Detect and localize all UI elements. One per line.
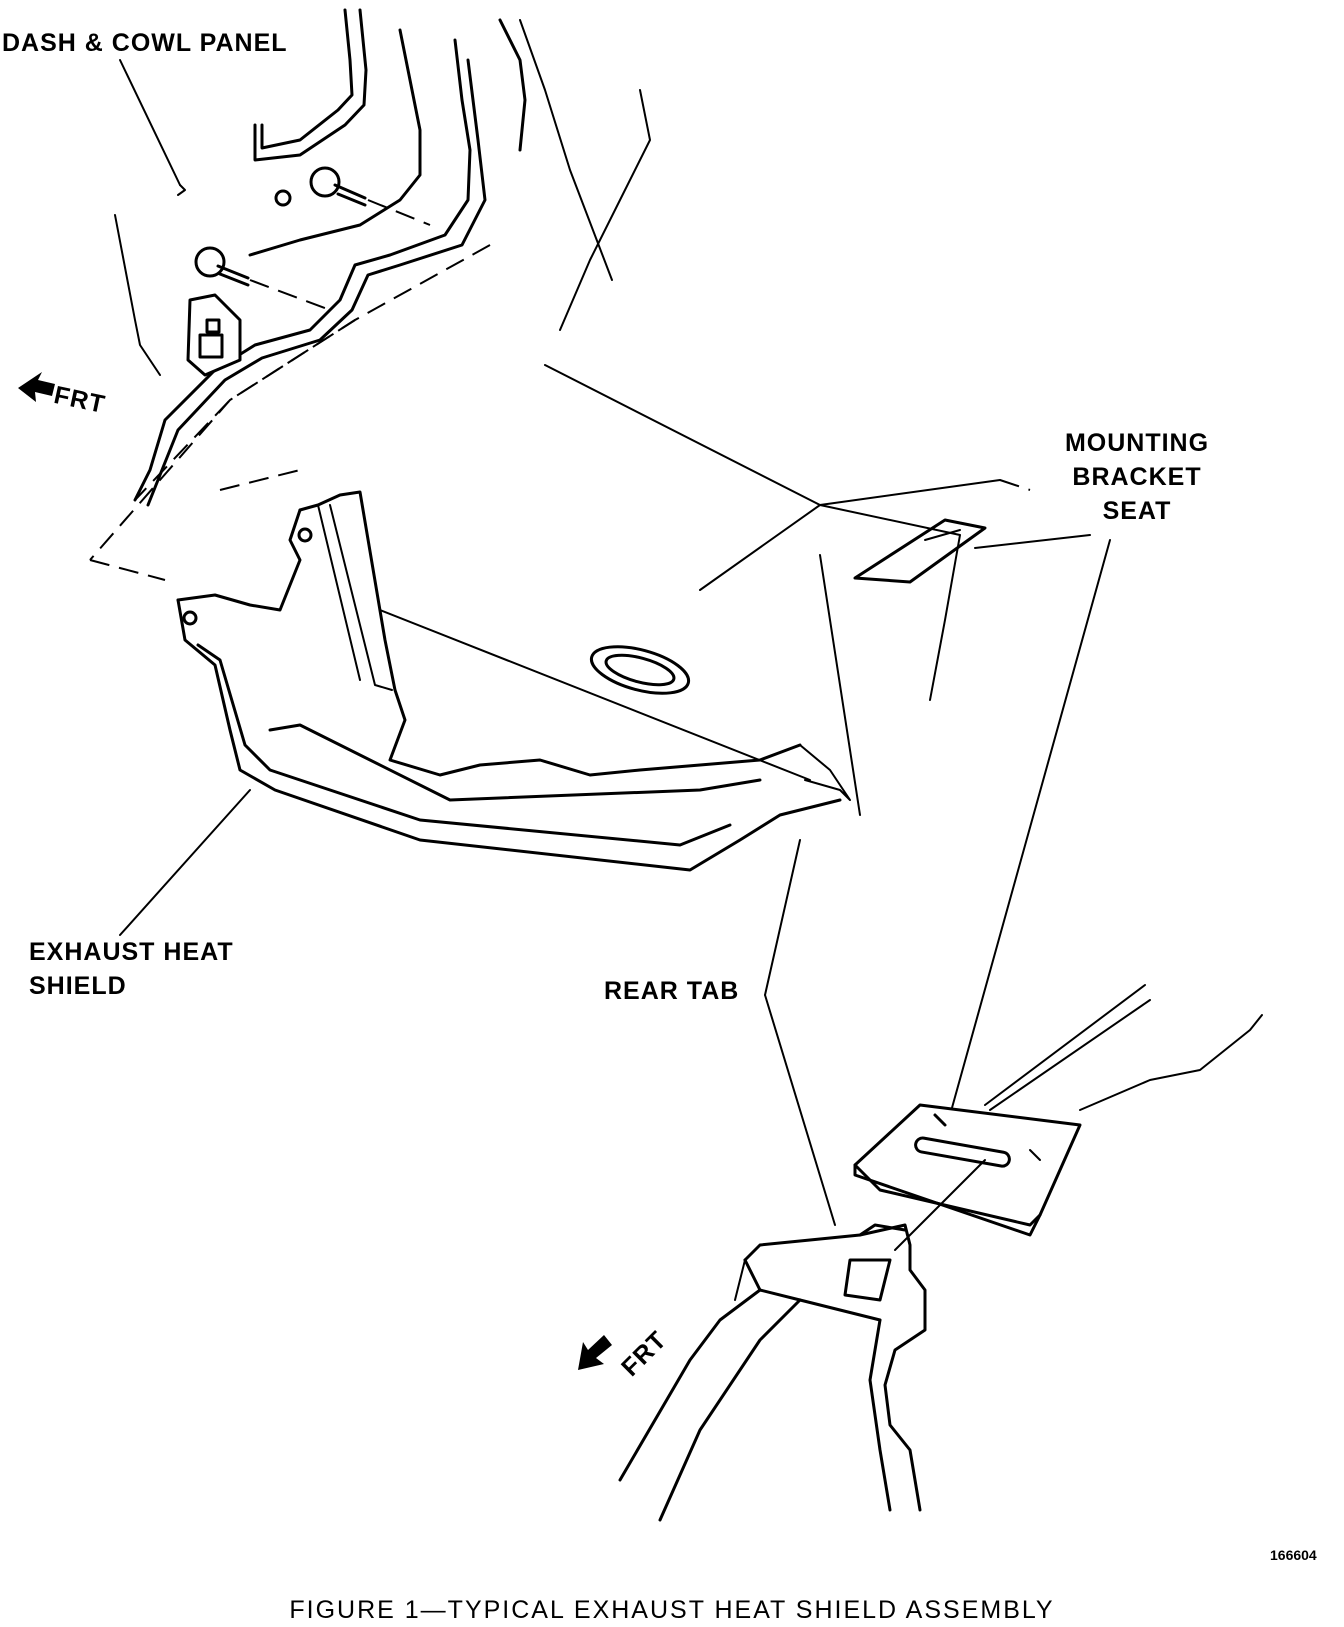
front-arrow-icon xyxy=(578,1335,612,1370)
dash-cowl-panel-label: DASH & COWL PANEL xyxy=(2,29,288,57)
mounting-label-line3: SEAT xyxy=(1102,497,1172,525)
exhaust-heat-shield-label: EXHAUST HEAT SHIELD xyxy=(29,935,234,1003)
exhaust-heat-shield-drawing xyxy=(89,18,1031,872)
mounting-bracket-seat-label: MOUNTING BRACKET SEAT xyxy=(1062,426,1212,528)
bolt-icon xyxy=(309,166,367,207)
figure-caption: FIGURE 1—TYPICAL EXHAUST HEAT SHIELD ASS… xyxy=(289,1596,1055,1624)
rear-tab-label: REAR TAB xyxy=(604,977,740,1005)
tail-shield-drawing xyxy=(618,1223,927,1522)
bolt-icon xyxy=(194,246,250,287)
rear-bracket-drawing xyxy=(853,984,1263,1251)
exhaust-label-line2: SHIELD xyxy=(29,972,127,1000)
figure-number: 166604 xyxy=(1270,1547,1317,1563)
mounting-label-line1: MOUNTING xyxy=(1064,429,1210,457)
leader-lines xyxy=(119,534,1111,1226)
dash-cowl-panel-drawing xyxy=(114,8,487,507)
bracket-icon xyxy=(186,293,242,377)
exhaust-label-line1: EXHAUST HEAT xyxy=(29,938,234,966)
mounting-label-line2: BRACKET xyxy=(1072,463,1202,491)
front-arrow-icon xyxy=(18,372,55,402)
